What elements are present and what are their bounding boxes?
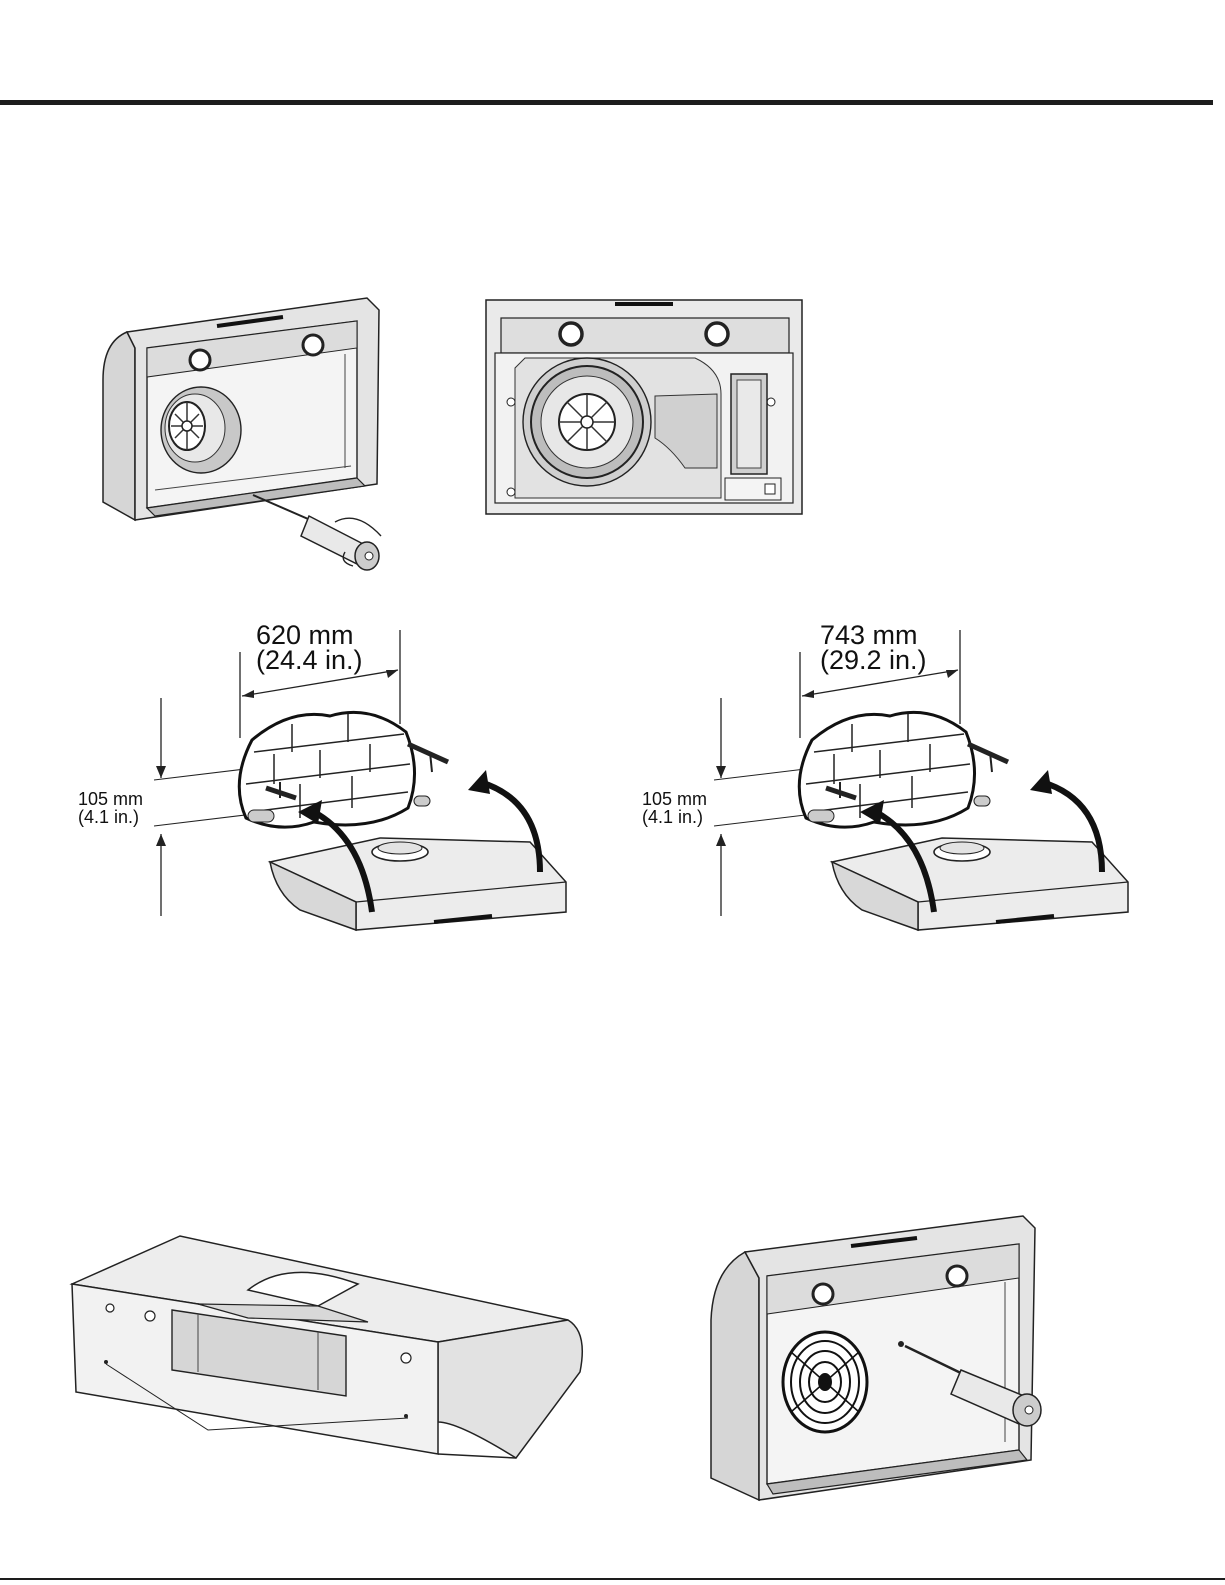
figure-blower-removal	[95, 290, 395, 575]
figure-fan-guard-install	[705, 1210, 1055, 1510]
figure-hood-rear-view	[68, 1232, 598, 1472]
light-lens-icon	[560, 323, 582, 345]
top-rule	[0, 100, 1213, 105]
figure-mounting-743: 743 mm (29.2 in.) 105 mm (4.1 in.)	[636, 612, 1156, 962]
blower-wheel-icon	[161, 387, 241, 473]
figure-mounting-620: 620 mm (24.4 in.) 105 mm (4.1 in.)	[70, 612, 590, 962]
height-mm-label: 105 mm	[78, 789, 143, 809]
light-lens-icon	[947, 1266, 967, 1286]
width-in-label: (29.2 in.)	[820, 645, 927, 675]
range-hood-body	[270, 838, 566, 930]
blower-wheel-icon	[523, 358, 651, 486]
light-lens-icon	[706, 323, 728, 345]
range-hood-body	[832, 838, 1128, 930]
light-lens-icon	[303, 335, 323, 355]
fan-guard-icon	[783, 1332, 867, 1432]
screwdriver-icon	[253, 495, 381, 570]
figure-hood-front-view	[485, 298, 805, 518]
width-in-label: (24.4 in.)	[256, 645, 363, 675]
height-in-label: (4.1 in.)	[642, 807, 703, 827]
light-lens-icon	[813, 1284, 833, 1304]
height-mm-label: 105 mm	[642, 789, 707, 809]
height-in-label: (4.1 in.)	[78, 807, 139, 827]
light-lens-icon	[190, 350, 210, 370]
bottom-rule	[0, 1578, 1225, 1580]
